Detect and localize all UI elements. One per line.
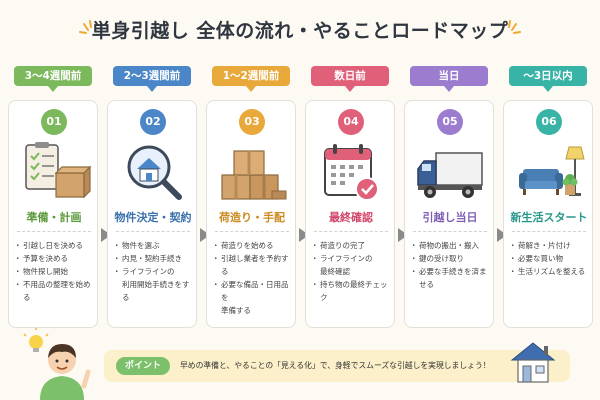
list-item: 必要な手続きを済ませる	[410, 265, 492, 291]
step-number: 03	[239, 109, 265, 135]
list-item: 必要な買い物	[509, 252, 591, 265]
task-list: 荷造りを始める 引越し業者を予約する 必要な備品・日用品を 準備する	[212, 239, 294, 317]
person-pointing-icon	[23, 328, 91, 400]
period-badge: 数日前	[311, 66, 389, 92]
arrow-right-icon	[101, 228, 111, 242]
step-card: 03 荷造り・手配 荷造りを始める 引越し業者を予約する 必要な備品・日用品を …	[206, 100, 296, 328]
divider	[17, 231, 91, 232]
list-item: 内見・契約手続き	[113, 252, 195, 265]
sofa-lamp-icon	[519, 146, 585, 196]
list-item: 不用品の整理を始める	[14, 278, 96, 304]
step-name: 最終確認	[329, 211, 373, 224]
step-name: 準備・計画	[26, 211, 82, 224]
list-item: 利用開始手続きをする	[122, 280, 190, 302]
step-number: 05	[437, 109, 463, 135]
step-number: 04	[338, 109, 364, 135]
list-item: 最終確認	[320, 267, 350, 276]
list-item: 物件探し開始	[14, 265, 96, 278]
step-4: 数日前 04 最終確認 荷造りの完了 ライフラインの	[305, 66, 395, 328]
arrow-right-icon	[200, 228, 210, 242]
list-item: 荷造りの完了	[311, 239, 393, 252]
period-badge: 1〜2週間前	[212, 66, 290, 92]
step-3: 1〜2週間前 03 荷造り・手配 荷造りを始める 引越し業者を予約する 必要な備…	[206, 66, 296, 328]
task-list: 引越し日を決める 予算を決める 物件探し開始 不用品の整理を始める	[14, 239, 96, 304]
step-number: 01	[41, 109, 67, 135]
arrow-right-icon	[497, 228, 507, 242]
tips-text: 早めの準備と、やることの「見える化」で、身軽でスムーズな引越しを実現しましょう！	[180, 361, 491, 370]
task-list: 荷物の搬出・搬入 鍵の受け取り 必要な手続きを済ませる	[410, 239, 492, 291]
step-name: 荷造り・手配	[219, 211, 285, 224]
list-item: 物件を選ぶ	[113, 239, 195, 252]
list-item: ライフラインの	[311, 252, 393, 265]
list-item: 引越し業者を予約する	[212, 252, 294, 278]
step-card: 04 最終確認 荷造りの完了 ライフラインの 最終確認 持	[305, 100, 395, 328]
step-5: 当日 05 引越し当日 荷物の搬出・搬入 鍵の受け取り 必要な手続きを済ませる	[404, 66, 494, 328]
period-badge: 〜3日以内	[509, 66, 587, 92]
list-item: 荷解き・片付け	[509, 239, 591, 252]
page-title: 単身引越し 全体の流れ・やることロードマップ	[91, 20, 509, 42]
step-card: 06 新生活スタート 荷解き・片付け 必要な買い物 生活リズムを整える	[503, 100, 593, 328]
arrow-right-icon	[398, 228, 408, 242]
arrow-right-icon	[299, 228, 309, 242]
period-badge: 2〜3週間前	[113, 66, 191, 92]
step-card: 05 引越し当日 荷物の搬出・搬入 鍵の受け取り 必要な手続きを済ませる	[404, 100, 494, 328]
boxes-icon	[221, 150, 287, 200]
list-item: 荷造りを始める	[212, 239, 294, 252]
tips-banner: ポイント 早めの準備と、やることの「見える化」で、身軽でスムーズな引越しを実現し…	[104, 350, 570, 382]
step-1: 3〜4週間前 01 準備・計画 引越し日を決める 予算を決める	[8, 66, 98, 328]
divider	[215, 231, 289, 232]
divider	[116, 231, 190, 232]
step-number: 02	[140, 109, 166, 135]
task-list: 荷造りの完了 ライフラインの 最終確認 持ち物の最終チェック	[311, 239, 393, 304]
sparkle-icon	[79, 20, 92, 34]
clipboard-icon	[25, 142, 92, 199]
divider	[413, 231, 487, 232]
list-item: 荷物の搬出・搬入	[410, 239, 492, 252]
task-list: 物件を選ぶ 内見・契約手続き ライフラインの 利用開始手続きをする	[113, 239, 195, 304]
divider	[314, 231, 388, 232]
list-item: 生活リズムを整える	[509, 265, 591, 278]
step-card: 01 準備・計画 引越し日を決める 予算を決める 物件探し開始 不用品	[8, 100, 98, 328]
truck-icon	[417, 152, 483, 198]
list-item: 準備する	[221, 306, 251, 315]
list-item: 持ち物の最終チェック	[311, 278, 393, 304]
list-item: ライフラインの	[113, 265, 195, 278]
list-item: 引越し日を決める	[14, 239, 96, 252]
task-list: 荷解き・片付け 必要な買い物 生活リズムを整える	[509, 239, 591, 278]
list-item: 予算を決める	[14, 252, 96, 265]
sparkle-icon	[508, 20, 521, 34]
step-name: 引越し当日	[422, 211, 478, 224]
list-item: 鍵の受け取り	[410, 252, 492, 265]
step-6: 〜3日以内 06 新生活スタート 荷解き・片付け 必要な買い物 生活リズムを整え…	[503, 66, 593, 328]
step-card: 02 物件決定・契約 物件を選ぶ 内見・契約手続き ライフラインの 利用開始手続…	[107, 100, 197, 328]
roadmap-steps: 3〜4週間前 01 準備・計画 引越し日を決める 予算を決める	[8, 66, 593, 328]
divider	[512, 231, 586, 232]
period-badge: 3〜4週間前	[14, 66, 92, 92]
tips-label: ポイント	[116, 357, 170, 375]
step-name: 物件決定・契約	[114, 211, 192, 224]
list-item: 必要な備品・日用品を	[212, 278, 294, 304]
period-badge: 当日	[410, 66, 488, 92]
step-name: 新生活スタート	[510, 211, 588, 224]
magnifier-house-icon	[127, 145, 182, 200]
calendar-check-icon	[324, 144, 379, 201]
header: 単身引越し 全体の流れ・やることロードマップ	[0, 14, 600, 48]
step-2: 2〜3週間前 02 物件決定・契約 物件を選ぶ 内見・契約手続き ライフラインの…	[107, 66, 197, 328]
house-icon	[510, 342, 556, 383]
step-number: 06	[536, 109, 562, 135]
